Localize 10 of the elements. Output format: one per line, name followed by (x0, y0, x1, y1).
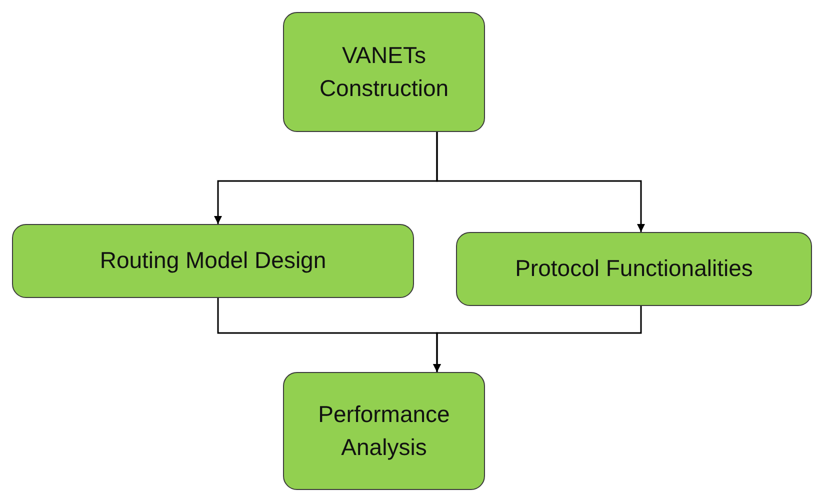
process-box (456, 232, 812, 306)
process-box (283, 12, 485, 132)
box-label: Routing Model Design (98, 246, 328, 276)
box-label: Performance Analysis (317, 400, 451, 462)
process-box (283, 372, 485, 490)
box-label: Protocol Functionalities (514, 254, 754, 284)
connector-arrow (433, 306, 642, 372)
box-label: VANETs Construction (318, 40, 450, 103)
process-box (12, 224, 414, 298)
connector-arrow (436, 132, 645, 232)
